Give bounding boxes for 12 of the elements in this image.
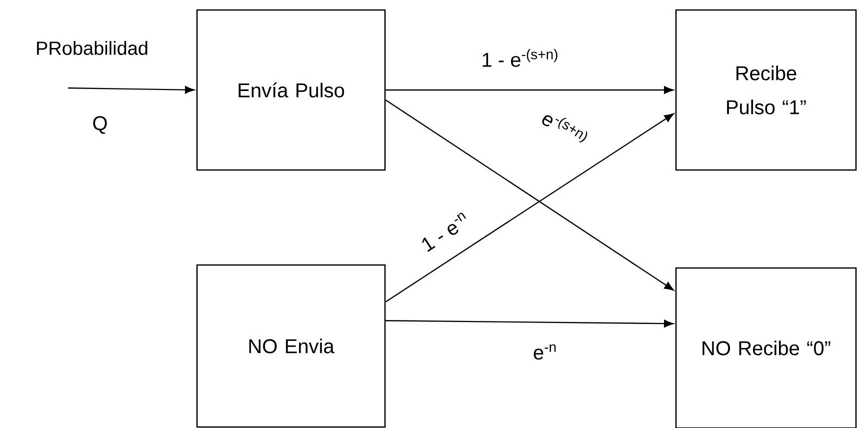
arrow [386, 86, 674, 94]
arrow [68, 86, 194, 94]
edge-label: 1 - e$^{-(s+n)}$ [482, 49, 558, 67]
edge-label: Q [93, 116, 107, 134]
process-box: NO Envia [196, 264, 386, 428]
arrow [386, 320, 674, 328]
label: PRobabilidad [37, 41, 148, 55]
process-box: Recibe Pulso “1” [675, 9, 857, 171]
process-box: Envía Pulso [196, 9, 386, 171]
process-box: NO Recibe “0” [675, 267, 857, 428]
edge-label: e$^{-n}$ [534, 344, 556, 360]
edge-label: 1 - e$^{-n}$ [422, 212, 466, 252]
